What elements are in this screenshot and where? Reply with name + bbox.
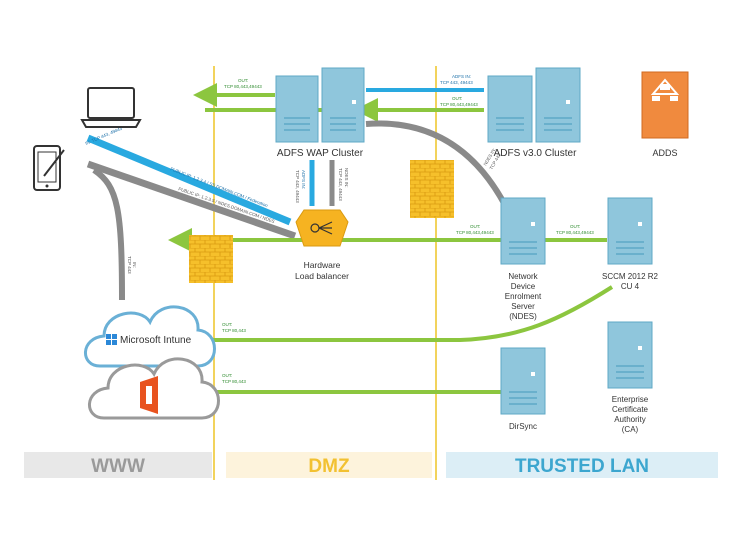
- tcp-443-label-2: TCP 443: [127, 256, 132, 274]
- adfs-wap-label: ADFS WAP Cluster: [277, 148, 364, 159]
- adds-hierarchy-icon: [650, 78, 680, 101]
- adfs-out-label-2: TCP 80,443,49443: [440, 102, 478, 107]
- sccm-to-intune-line: [212, 285, 614, 342]
- laptop-icon: [80, 87, 142, 128]
- ndes-label-4: Server: [511, 302, 535, 311]
- server-icon: [607, 197, 653, 265]
- trusted-band: [446, 452, 718, 478]
- intune-out-label-1: OUT:: [222, 322, 232, 327]
- adfs-in-label-1: ADFS IN:: [452, 74, 471, 79]
- server-icon: [487, 75, 533, 143]
- firewall-icon: [410, 160, 454, 218]
- server-icon: [275, 75, 319, 143]
- ndes-label-5: (NDES): [509, 312, 537, 321]
- intune-label: Microsoft Intune: [120, 335, 192, 346]
- ca-label-2: Certificate: [612, 405, 649, 414]
- ndes-server: Network Device Enrolment Server (NDES): [500, 197, 546, 321]
- adfs-out-label-1: OUT:: [452, 96, 462, 101]
- load-balancer: Hardware Load balancer: [295, 209, 349, 281]
- dirsync-label: DirSync: [509, 422, 537, 431]
- cloud-icon: [84, 305, 216, 368]
- adfs-in-lb-label-2: TCP 443, 49443: [295, 170, 300, 203]
- server-icon: [500, 347, 546, 415]
- zone-trusted-label: TRUSTED LAN: [515, 456, 649, 477]
- intune-out-label-2: TCP 80,443: [222, 328, 246, 333]
- ndes-label-3: Enrolment: [505, 292, 542, 301]
- office-out-label-2: TCP 80,443: [222, 379, 246, 384]
- lb-out-label-1: OUT:: [470, 224, 480, 229]
- tablet-to-intune-gray: [92, 167, 125, 301]
- zone-www-label: WWW: [91, 456, 145, 477]
- wap-out-label-1: OUT:: [238, 78, 248, 83]
- ca-server: Enterprise Certificate Authority (CA): [607, 321, 653, 434]
- lb-out-label-2: TCP 80,443,49443: [456, 230, 494, 235]
- server-icon: [535, 67, 581, 143]
- adds-label: ADDS: [652, 148, 677, 158]
- dmz-band: [226, 452, 432, 478]
- office-cloud: [88, 357, 220, 420]
- tcp-443-label-1: IN:: [132, 262, 137, 268]
- ca-label-4: (CA): [622, 425, 639, 434]
- wap-out-label-2: TCP 80,443,49443: [224, 84, 262, 89]
- www-band: [24, 452, 212, 478]
- adfs-v3-label: ADFS v3.0 Cluster: [494, 148, 577, 159]
- sccm-label-1: SCCM 2012 R2: [602, 272, 659, 281]
- adfs-in-lb-label-1: ADFS IN:: [301, 170, 306, 189]
- connections: [86, 83, 614, 394]
- intune-cloud: Microsoft Intune: [84, 305, 216, 368]
- ndes-sccm-out-label-1: OUT:: [570, 224, 580, 229]
- sccm-server: SCCM 2012 R2 CU 4: [602, 197, 659, 291]
- ndes-in-lb-label-2: TCP 443, 49443: [338, 168, 343, 201]
- lb-label-2: Load balancer: [295, 271, 349, 281]
- ndes-label-1: Network: [508, 272, 538, 281]
- dirsync-server: DirSync: [500, 347, 546, 431]
- zone-bands: WWW DMZ TRUSTED LAN: [24, 452, 718, 478]
- zone-dmz-label: DMZ: [308, 456, 350, 477]
- laptop-to-lb-blue: [86, 134, 292, 226]
- adds-server: ADDS: [641, 71, 689, 158]
- ca-label-3: Authority: [614, 415, 646, 424]
- adfs-v3-cluster: ADFS v3.0 Cluster: [487, 67, 581, 159]
- server-icon: [500, 197, 546, 265]
- adfs-wap-cluster: ADFS WAP Cluster: [275, 67, 365, 159]
- server-icon: [607, 321, 653, 389]
- tablet-to-lb-gray: [86, 160, 297, 240]
- tablet-icon: [33, 145, 65, 191]
- office-out-label-1: OUT:: [222, 373, 232, 378]
- office-logo-icon: [140, 376, 158, 414]
- wap-to-ndes-line: [365, 120, 508, 207]
- ndes-label-2: Device: [511, 282, 536, 291]
- ndes-in-lb-label-1: NDES IN:: [344, 168, 349, 188]
- sccm-label-2: CU 4: [621, 282, 640, 291]
- adfs-in-label-2: TCP 443, 49443: [440, 80, 473, 85]
- ca-label-1: Enterprise: [612, 395, 649, 404]
- windows-logo-icon: [106, 334, 117, 345]
- ndes-sccm-out-label-2: TCP 80,443,49443: [556, 230, 594, 235]
- lb-label-1: Hardware: [304, 260, 341, 270]
- firewall-icon: [189, 235, 233, 283]
- server-icon: [321, 67, 365, 143]
